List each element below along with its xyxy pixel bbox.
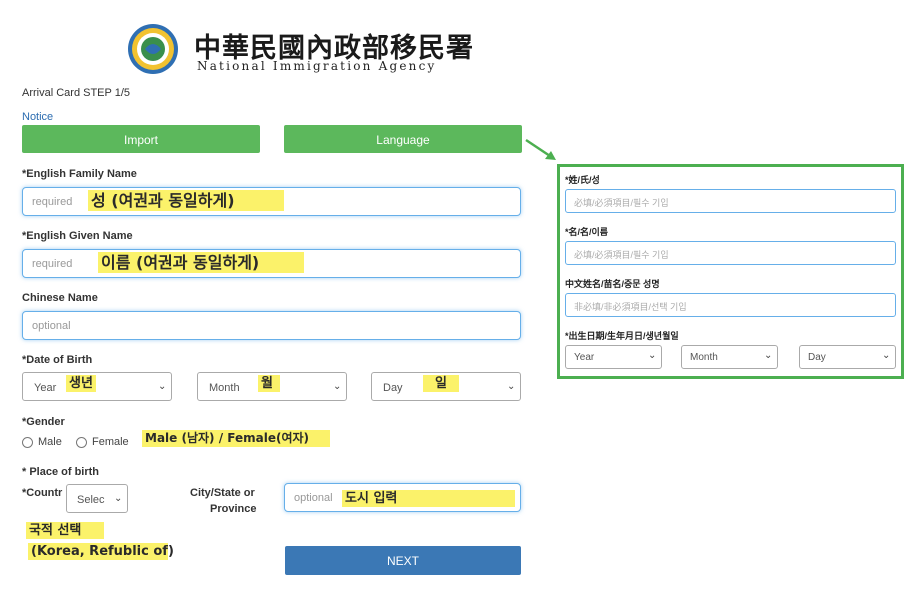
gender-label: *Gender — [22, 416, 65, 428]
agency-name-chinese: 中華民國內政部移民署 — [194, 33, 474, 64]
panel-month-value: Month — [690, 352, 718, 363]
gender-female-label: Female — [92, 436, 129, 448]
country-label: *Countr — [22, 487, 63, 499]
city-annotation: 도시 입력 — [342, 490, 515, 507]
dob-year-annotation: 생년 — [66, 375, 96, 392]
arrow-icon — [525, 138, 556, 160]
panel-given-label: *名/名/이름 — [565, 227, 609, 237]
chevron-down-icon: ⌄ — [764, 350, 773, 361]
chevron-down-icon: ⌄ — [114, 493, 123, 504]
agency-logo — [127, 23, 179, 75]
agency-name-english: National Immigration Agency — [197, 59, 437, 73]
chevron-down-icon: ⌄ — [158, 381, 167, 392]
language-button[interactable]: Language — [284, 125, 522, 153]
place-of-birth-label: * Place of birth — [22, 466, 100, 478]
chevron-down-icon: ⌄ — [333, 381, 342, 392]
gender-female-radio[interactable] — [76, 437, 87, 448]
panel-year-select[interactable]: Year ⌄ — [565, 345, 662, 369]
chevron-down-icon: ⌄ — [882, 350, 891, 361]
chinese-name-input[interactable]: optional — [22, 311, 521, 340]
panel-family-input[interactable]: 必填/必須項目/필수 기입 — [565, 189, 896, 213]
panel-day-select[interactable]: Day ⌄ — [799, 345, 896, 369]
panel-day-value: Day — [808, 352, 826, 363]
country-select-value: Selec — [77, 494, 105, 506]
chinese-name-label: Chinese Name — [22, 292, 98, 304]
city-label-line2: Province — [210, 503, 257, 515]
family-name-label: *English Family Name — [22, 168, 137, 180]
country-annotation-line1: 국적 선택 — [26, 522, 104, 539]
panel-chinese-label: 中文姓名/苗名/중문 성명 — [565, 279, 660, 289]
family-name-annotation: 성 (여권과 동일하게) — [88, 190, 284, 211]
family-name-placeholder: required — [32, 196, 73, 208]
panel-month-select[interactable]: Month ⌄ — [681, 345, 778, 369]
language-panel: *姓/氏/성 必填/必須項目/필수 기입 *名/名/이름 必填/必須項目/필수 … — [557, 164, 904, 379]
panel-family-label: *姓/氏/성 — [565, 175, 600, 185]
panel-year-value: Year — [574, 352, 595, 363]
gender-annotation: Male (남자) / Female(여자) — [142, 430, 330, 447]
next-button[interactable]: NEXT — [285, 546, 521, 575]
given-name-placeholder: required — [32, 258, 73, 270]
panel-family-placeholder: 必填/必須項目/필수 기입 — [574, 198, 669, 208]
dob-month-annotation: 월 — [258, 375, 280, 392]
dob-day-annotation: 일 — [423, 375, 459, 392]
given-name-label: *English Given Name — [22, 230, 133, 242]
panel-given-placeholder: 必填/必須項目/필수 기입 — [574, 250, 669, 260]
dob-label: *Date of Birth — [22, 354, 93, 366]
panel-chinese-input[interactable]: 非必填/非必須項目/선택 기입 — [565, 293, 896, 317]
panel-given-input[interactable]: 必填/必須項目/필수 기입 — [565, 241, 896, 265]
city-label-line1: City/State or — [190, 487, 255, 499]
chevron-down-icon: ⌄ — [507, 381, 516, 392]
chevron-down-icon: ⌄ — [648, 350, 657, 361]
country-annotation-line2: (Korea, Refublic of) — [28, 543, 174, 560]
country-select[interactable]: Selec ⌄ — [66, 484, 128, 513]
chinese-name-placeholder: optional — [32, 320, 71, 332]
gender-male-radio[interactable] — [22, 437, 33, 448]
import-button[interactable]: Import — [22, 125, 260, 153]
dob-year-select[interactable]: Year ⌄ — [22, 372, 172, 401]
gender-male-label: Male — [38, 436, 62, 448]
dob-year-value: Year — [34, 382, 57, 394]
panel-dob-label: *出生日期/生年月日/생년월일 — [565, 331, 679, 341]
dob-month-value: Month — [209, 382, 240, 394]
city-placeholder: optional — [294, 492, 333, 504]
given-name-annotation: 이름 (여권과 동일하게) — [98, 252, 304, 273]
step-indicator: Arrival Card STEP 1/5 — [22, 87, 131, 99]
dob-day-value: Day — [383, 382, 403, 394]
panel-chinese-placeholder: 非必填/非必須項目/선택 기입 — [574, 302, 687, 312]
notice-link[interactable]: Notice — [22, 111, 54, 123]
